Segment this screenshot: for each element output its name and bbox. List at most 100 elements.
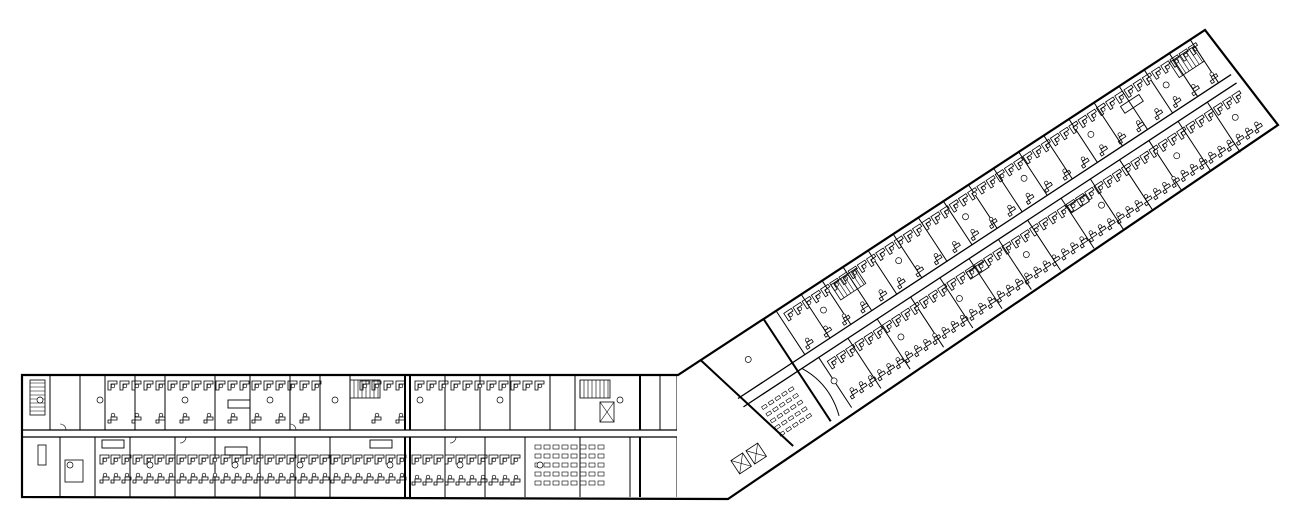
chair (1199, 119, 1205, 124)
desk (1148, 144, 1159, 159)
workstation (1080, 156, 1090, 169)
workstation (227, 380, 238, 391)
chair (1143, 194, 1149, 199)
chair (182, 412, 188, 418)
workstation (1132, 78, 1143, 92)
workstation (99, 472, 110, 484)
room-tag (146, 461, 154, 469)
desk (455, 454, 466, 465)
desk (1044, 181, 1053, 193)
chair (122, 383, 128, 389)
workstation (383, 380, 394, 391)
partition (876, 318, 911, 370)
desk (477, 478, 488, 486)
desk (396, 476, 407, 484)
chair (1117, 173, 1122, 178)
workstation (1028, 223, 1040, 237)
desk (826, 355, 837, 370)
workstation (891, 313, 902, 328)
desk (1006, 285, 1015, 297)
desk (989, 218, 998, 230)
chair (1005, 284, 1011, 290)
workstation (1111, 168, 1122, 183)
workstation (1079, 236, 1089, 249)
chair (355, 457, 361, 463)
desk (275, 476, 286, 484)
chair (377, 472, 383, 478)
workstation (819, 283, 831, 298)
desk (352, 476, 363, 484)
desk (1102, 174, 1113, 189)
workstation (1160, 60, 1171, 74)
chair (398, 383, 404, 389)
training-desk (552, 480, 560, 486)
desk (466, 478, 477, 486)
desk (107, 416, 118, 424)
chair (1080, 197, 1085, 202)
chair (1071, 203, 1076, 208)
chair (322, 457, 328, 463)
desk (838, 271, 849, 286)
chair (1080, 156, 1086, 161)
desk (1153, 189, 1162, 201)
desk (1150, 66, 1162, 80)
room-tag (897, 333, 905, 341)
workstation (946, 277, 957, 291)
workstation (167, 380, 178, 391)
desk (99, 454, 110, 465)
workstation (978, 302, 988, 316)
workstation (297, 472, 308, 484)
workstation (110, 472, 121, 484)
desk (1132, 78, 1143, 92)
training-desk (787, 415, 795, 422)
desk (810, 289, 822, 304)
workstation (881, 319, 893, 334)
workstation (1070, 242, 1080, 255)
chair (816, 294, 821, 299)
chair (266, 383, 272, 389)
desk (264, 454, 275, 465)
workstation (1203, 108, 1214, 122)
workstation (132, 472, 143, 484)
training-desk (579, 471, 587, 477)
chair (1107, 179, 1113, 184)
chair (124, 457, 130, 463)
workstation (264, 454, 275, 465)
room-tag (1087, 131, 1095, 138)
desk (863, 331, 874, 346)
desk (948, 199, 959, 213)
desk (849, 388, 859, 400)
workstation (875, 247, 886, 262)
training-desk (597, 480, 605, 486)
desk (994, 168, 1005, 183)
chair (190, 472, 196, 478)
workstation (1171, 176, 1181, 189)
workstation (948, 199, 959, 213)
desk (1139, 150, 1150, 165)
desk (1061, 249, 1070, 261)
desk (1077, 114, 1088, 129)
desk (251, 416, 262, 424)
workstation (191, 380, 202, 391)
conference-table (1065, 193, 1090, 214)
desk (143, 476, 154, 484)
chair (1027, 155, 1032, 160)
chair (1125, 206, 1130, 211)
chair (908, 234, 913, 239)
training-desk (767, 399, 775, 406)
desk (1047, 210, 1058, 225)
workstation (203, 412, 214, 424)
partition (943, 201, 973, 246)
stair-tread (843, 275, 855, 292)
workstation (1074, 192, 1086, 207)
workstation (1162, 182, 1171, 195)
desk (992, 247, 1003, 261)
desk (1212, 102, 1224, 116)
training-desk (789, 404, 797, 411)
workstation (841, 313, 851, 326)
stair-tread (847, 273, 858, 290)
desk (1086, 108, 1097, 123)
workstation (1044, 180, 1053, 193)
room-tag (96, 396, 104, 404)
chair (399, 457, 405, 463)
